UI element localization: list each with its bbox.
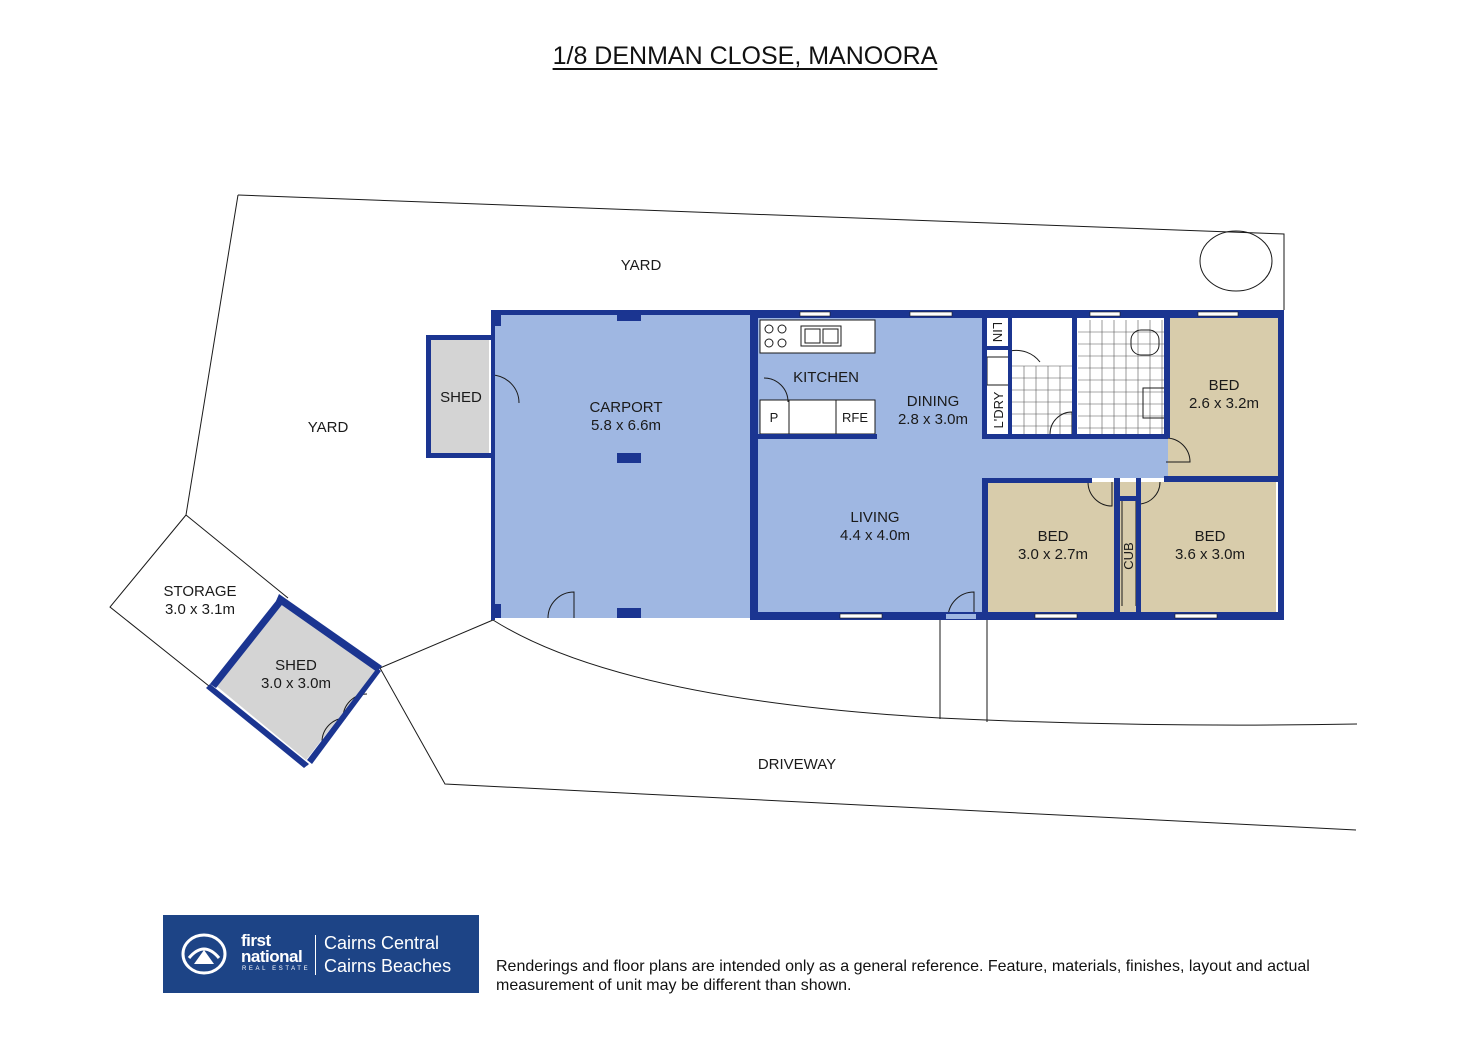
dining-size: 2.8 x 3.0m <box>898 411 968 428</box>
logo-first-text: first <box>241 931 271 950</box>
fridge-label: RFE <box>842 410 868 425</box>
carport-floor <box>493 312 752 618</box>
toilet-icon <box>1130 329 1160 356</box>
carport-door <box>547 591 575 619</box>
cooktop-burner-icon <box>764 338 774 348</box>
kitchen-sink-icon <box>800 325 842 347</box>
cooktop-burner-icon <box>764 324 774 334</box>
bed3-label: BED <box>1195 528 1226 545</box>
laundry-floor <box>986 320 1072 434</box>
carport-label: CARPORT <box>589 399 662 416</box>
storage-label: STORAGE <box>163 583 236 600</box>
yard-left-label: YARD <box>308 419 349 436</box>
shed-door <box>490 374 520 404</box>
agency-logo[interactable]: first national REAL ESTATE Cairns Centra… <box>163 915 479 993</box>
living-size: 4.4 x 4.0m <box>840 527 910 544</box>
cooktop-burner-icon <box>777 338 787 348</box>
large-shed-label: SHED <box>275 657 317 674</box>
bed2-floor <box>986 482 1116 613</box>
carport-size: 5.8 x 6.6m <box>591 417 661 434</box>
bed1-size: 2.6 x 3.2m <box>1189 395 1259 412</box>
storage-size: 3.0 x 3.1m <box>165 601 235 618</box>
first-national-emblem-icon <box>181 933 227 975</box>
hallway-floor <box>982 438 1172 478</box>
kitchen-bench <box>759 319 876 354</box>
driveway-label: DRIVEWAY <box>758 756 836 773</box>
laundry-door <box>1009 349 1041 363</box>
dining-label: DINING <box>907 393 960 410</box>
large-shed-size: 3.0 x 3.0m <box>261 675 331 692</box>
tile-grid <box>1012 320 1166 434</box>
kitchen-dining-living-floor <box>757 317 982 618</box>
walls <box>206 310 1284 768</box>
room-fills <box>214 312 1278 760</box>
room-labels: YARD YARD CARPORT 5.8 x 6.6m SHED KITCHE… <box>163 257 1259 773</box>
site-boundary <box>109 194 1358 831</box>
bed1-label: BED <box>1209 377 1240 394</box>
tree-icon <box>1199 230 1273 292</box>
logo-national-text: national <box>241 947 303 966</box>
cupboard-label: CUB <box>1121 542 1136 569</box>
logo-location-1: Cairns Central <box>324 933 440 953</box>
bed1-door <box>1165 437 1191 463</box>
logo-tagline: REAL ESTATE <box>242 966 311 972</box>
logo-divider <box>315 935 316 975</box>
yard-top-label: YARD <box>621 257 662 274</box>
kitchen-island <box>759 399 876 435</box>
small-shed-label: SHED <box>440 389 482 406</box>
living-label: LIVING <box>850 509 899 526</box>
page-title: 1/8 DENMAN CLOSE, MANOORA <box>552 42 938 70</box>
bed2-door <box>1087 481 1113 507</box>
bed3-floor <box>1120 482 1276 613</box>
laundry-hall-door <box>1049 411 1073 435</box>
fixtures <box>759 319 1166 606</box>
bed2-size: 3.0 x 2.7m <box>1018 546 1088 563</box>
laundry-label: L'DRY <box>991 391 1006 428</box>
bed2-label: BED <box>1038 528 1069 545</box>
logo-location-2: Cairns Beaches <box>324 956 452 976</box>
bed3-size: 3.6 x 3.0m <box>1175 546 1245 563</box>
linen-label: LIN <box>990 322 1005 342</box>
small-shed-floor <box>430 338 489 455</box>
kitchen-label: KITCHEN <box>793 369 859 386</box>
pantry-door <box>763 377 789 403</box>
disclaimer-text: Renderings and floor plans are intended … <box>496 958 1310 994</box>
pantry-label: P <box>770 410 779 425</box>
cooktop-burner-icon <box>777 324 787 334</box>
bathroom-floor <box>1076 320 1166 434</box>
bed1-floor <box>1168 316 1278 478</box>
